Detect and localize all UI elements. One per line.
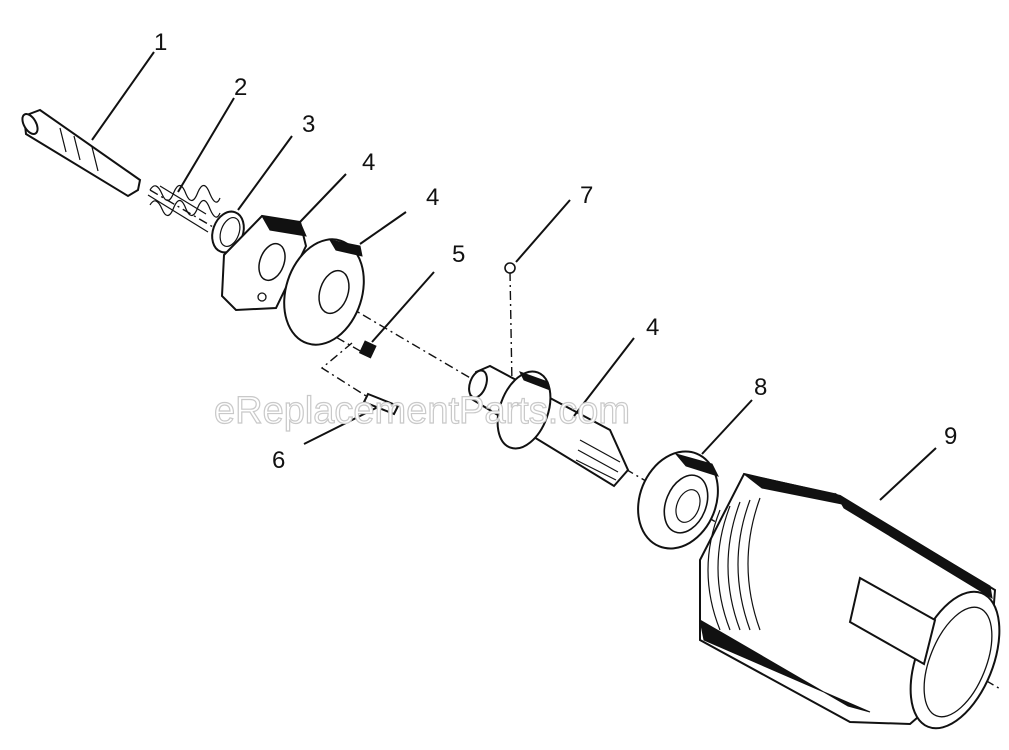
- callout-3: 3: [302, 111, 315, 138]
- callout-4b: 4: [426, 184, 439, 211]
- callout-6: 6: [272, 447, 285, 474]
- part-4-washer: [283, 238, 365, 346]
- part-8-bearing: [637, 450, 719, 550]
- callout-7: 7: [580, 182, 593, 209]
- part-6-key: [362, 392, 400, 416]
- part-5-set-screw: [358, 340, 377, 359]
- housing-threads: [707, 497, 761, 631]
- callout-labels: 1 2 3 4 4 5 7 4 6 8 9: [154, 29, 957, 474]
- callout-2: 2: [234, 74, 247, 101]
- spline-teeth: [575, 439, 621, 481]
- part-4-spline-shaft: [468, 364, 630, 488]
- callout-5: 5: [452, 241, 465, 268]
- callout-4a: 4: [362, 149, 375, 176]
- part-1-shaft: [21, 108, 142, 198]
- part-4-cam-block: [220, 214, 308, 312]
- watermark-text: eReplacementParts.com: [214, 390, 630, 432]
- part-9-housing: [699, 472, 1001, 730]
- leader-lines: [91, 51, 937, 501]
- callout-1: 1: [154, 29, 167, 56]
- part-2-spring: [147, 184, 221, 233]
- callout-9: 9: [944, 423, 957, 450]
- callout-8: 8: [754, 374, 767, 401]
- callout-4c: 4: [646, 314, 659, 341]
- part-7-ball: [504, 262, 516, 274]
